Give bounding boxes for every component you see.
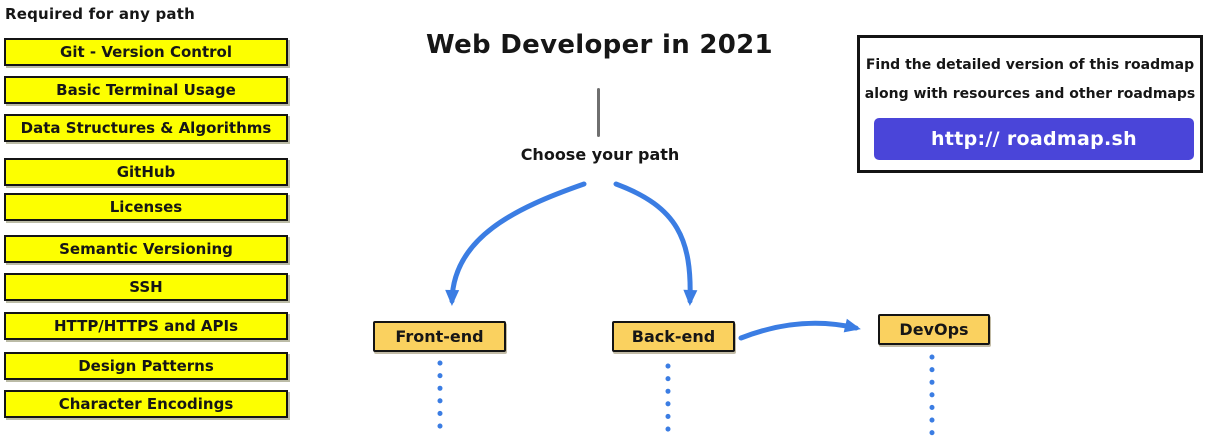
required-item-ssh[interactable]: SSH <box>4 273 288 301</box>
info-text-line1: Find the detailed version of this roadma… <box>865 57 1195 73</box>
choose-path-label: Choose your path <box>520 145 680 164</box>
info-box: Find the detailed version of this roadma… <box>857 35 1203 173</box>
required-item-licenses[interactable]: Licenses <box>4 193 288 221</box>
arrow-to-back-end <box>613 181 698 306</box>
title-connector-line <box>597 88 600 137</box>
page-title: Web Developer in 2021 <box>426 30 773 60</box>
required-item-design-patterns[interactable]: Design Patterns <box>4 352 288 380</box>
path-box-back-end[interactable]: Back-end <box>612 321 735 352</box>
required-item-data-structures[interactable]: Data Structures & Algorithms <box>4 114 288 142</box>
info-text-line2: along with resources and other roadmaps <box>864 86 1196 102</box>
arrow-backend-to-devops <box>738 318 861 341</box>
required-item-character-encodings[interactable]: Character Encodings <box>4 390 288 418</box>
roadmap-url-button[interactable]: http:// roadmap.sh <box>874 118 1194 160</box>
required-item-git[interactable]: Git - Version Control <box>4 38 288 66</box>
path-box-front-end[interactable]: Front-end <box>373 321 506 352</box>
required-item-github[interactable]: GitHub <box>4 158 288 186</box>
path-box-devops[interactable]: DevOps <box>878 314 990 345</box>
required-item-terminal[interactable]: Basic Terminal Usage <box>4 76 288 104</box>
required-item-http-apis[interactable]: HTTP/HTTPS and APIs <box>4 312 288 340</box>
required-item-semantic-versioning[interactable]: Semantic Versioning <box>4 235 288 263</box>
arrow-to-front-end <box>445 181 587 306</box>
required-section-heading: Required for any path <box>5 5 195 23</box>
